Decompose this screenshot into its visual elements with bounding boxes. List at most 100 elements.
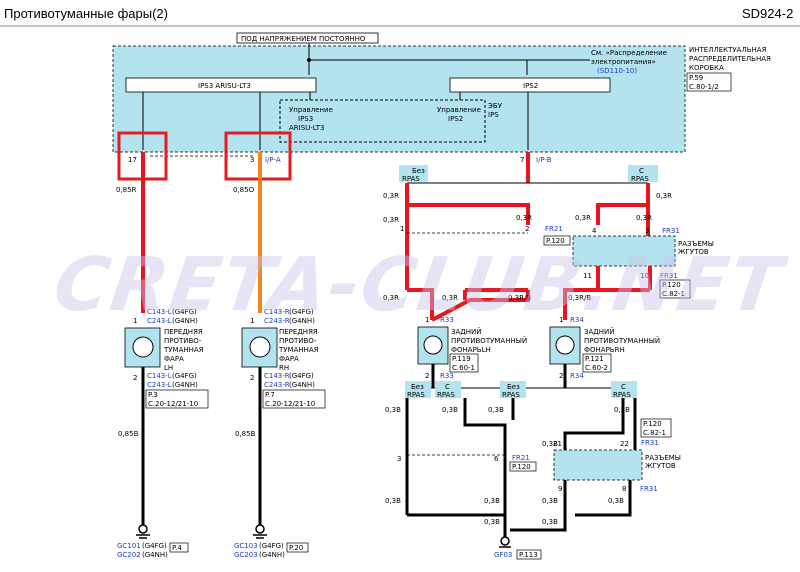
- wire-label-03b-a: 0,3B: [385, 406, 401, 414]
- fr21-lower-page-frame: [509, 461, 537, 472]
- front-rh-eng4: (G4NH): [289, 381, 315, 389]
- harness-top-line2: ЖГУТОВ: [678, 248, 709, 256]
- wire-label-03r-e: 0,3R: [636, 214, 652, 222]
- fr21-page: P.120: [546, 237, 565, 245]
- wire-label-03r-d: 0,3R: [575, 214, 591, 222]
- watermark: CRETA-CLUB.NET: [49, 241, 792, 328]
- box-page: P.59: [689, 74, 703, 82]
- fr31-label-lower-bottom[interactable]: FR31: [640, 485, 658, 493]
- conn-ipa[interactable]: I/P-A: [265, 156, 281, 164]
- fr21-pin-1: 1: [400, 225, 404, 233]
- ground-gf03[interactable]: GF03: [494, 551, 512, 559]
- wire-ground-join-mid: [510, 480, 567, 532]
- ground-icon-rh: [255, 524, 265, 534]
- rear-rh-line3: ФОНАРЬRH: [584, 346, 625, 354]
- wire-label-03b-b: 0,3B: [442, 406, 458, 414]
- front-rh-conn2b[interactable]: C243-R: [264, 381, 290, 389]
- front-lh-eng4: (G4NH): [172, 381, 198, 389]
- front-rh-conn2[interactable]: C143-R: [264, 372, 290, 380]
- front-lh-line2: ПРОТИВО-: [164, 337, 202, 345]
- ground-eng1-lh: (G4FG): [142, 542, 167, 550]
- front-lh-bulb-icon: [132, 336, 154, 358]
- ground-page-lh: P.4: [172, 544, 182, 552]
- ips3-label: IPS3 ARISU-LT3: [198, 82, 251, 90]
- fr31-page: P.120: [662, 281, 681, 289]
- ground-eng2-rh: (G4NH): [259, 551, 285, 559]
- ground-gc202[interactable]: GC202: [117, 551, 141, 559]
- fr31-lower-pin-21: 21: [553, 440, 562, 448]
- rear-rh-pin1: 1: [559, 316, 563, 324]
- harness-bottom-line1: РАЗЪЕМЫ: [645, 454, 681, 462]
- ctrl-left-line3: ARISU-LT3: [289, 124, 324, 132]
- front-rh-eng3: (G4FG): [289, 372, 314, 380]
- fr31-label-mid[interactable]: FR31: [660, 272, 678, 280]
- wire-label-03r-b: 0,3R: [516, 214, 532, 222]
- front-rh-line4: ФАРА: [279, 355, 299, 363]
- wire-label-085b-b: 0,85B: [235, 430, 256, 438]
- front-rh-conn1b[interactable]: C243-R: [264, 317, 290, 325]
- front-lh-eng3: (G4FG): [172, 372, 197, 380]
- front-rh-page: P.7: [265, 391, 275, 399]
- fr31-pin-3: 3: [645, 227, 649, 235]
- rear-lh-page: P.119: [452, 355, 471, 363]
- ref-note-line2: электропитания»: [591, 58, 656, 66]
- front-rh-line5: RH: [279, 364, 289, 372]
- rear-rh-conn1[interactable]: R34: [570, 316, 584, 324]
- wire-ground-d: [563, 398, 625, 450]
- rear-lh-conn2[interactable]: R33: [440, 372, 454, 380]
- badge-gcl-line2: RPAS: [437, 391, 455, 399]
- badge-rpas-with-r: [611, 381, 637, 398]
- wire-to-rear-rh: [563, 288, 598, 320]
- front-lh-page: P.3: [148, 391, 158, 399]
- front-rh-ref-frame: [262, 389, 326, 409]
- badge-rpas-without-top: [399, 165, 428, 182]
- conn-ipb[interactable]: I/P-B: [536, 156, 552, 164]
- rear-lh-line3: ФОНАРЬLH: [451, 346, 491, 354]
- front-rh-eng1: (G4FG): [289, 308, 314, 316]
- ref-note-link[interactable]: (SD110-10): [597, 67, 637, 75]
- rear-lh-conn1[interactable]: R33: [440, 316, 454, 324]
- fr31-lower-pin-8: 8: [622, 485, 626, 493]
- harness-connector-bottom: [553, 449, 643, 481]
- fr21-pin-2: 2: [525, 225, 529, 233]
- fr21-label-bottom[interactable]: FR21: [512, 454, 530, 462]
- front-lh-conn1[interactable]: C143-L: [147, 308, 172, 316]
- ground-gf03-page: P.113: [519, 551, 538, 559]
- front-lh-conn1b[interactable]: C243-L: [147, 317, 172, 325]
- front-rh-conn1[interactable]: C143-R: [264, 308, 290, 316]
- fr21-lower-page: P.120: [512, 463, 531, 471]
- wire-branch-rpas: [596, 203, 648, 225]
- fr31-label-top[interactable]: FR31: [662, 227, 680, 235]
- front-lh-pin2: 2: [133, 374, 137, 382]
- ground-icon-gf03: [500, 536, 510, 546]
- wire-branch-no-rpas: [407, 203, 530, 225]
- rear-rh-conn2[interactable]: R34: [570, 372, 584, 380]
- fr21-label-top[interactable]: FR21: [545, 225, 563, 233]
- wire-label-03r-f: 0,3R: [656, 192, 672, 200]
- ground-eng2-lh: (G4NH): [142, 551, 168, 559]
- rear-rh-ref: C.60-2: [585, 364, 608, 372]
- page-code: SD924-2: [742, 6, 793, 21]
- fr31-pin-4: 4: [592, 227, 597, 235]
- fr31-lower-page-frame: [640, 418, 672, 438]
- box-ref-frame: [686, 72, 732, 92]
- badge-gl-line1: Без: [411, 383, 424, 391]
- ground-gc103[interactable]: GC103: [234, 542, 258, 550]
- badge-rpas-without-r: [500, 381, 526, 398]
- ctrl-right-line1: Управление: [437, 106, 481, 114]
- fr31-lower-pin-22: 22: [620, 440, 629, 448]
- wire-label-03b-g: 0,3B: [484, 497, 500, 505]
- ground-gc101[interactable]: GC101: [117, 542, 141, 550]
- front-rh-line1: ПЕРЕДНЯЯ: [279, 328, 318, 336]
- badge-gl-line2: RPAS: [407, 391, 425, 399]
- wire-label-085o: 0,85O: [233, 186, 255, 194]
- front-lh-conn2b[interactable]: C243-L: [147, 381, 172, 389]
- ground-icon-lh: [138, 524, 148, 534]
- junction-box: [112, 45, 686, 153]
- fr31-label-lower-top[interactable]: FR31: [641, 439, 659, 447]
- ground-gc203[interactable]: GC203: [234, 551, 258, 559]
- page-title: Противотуманные фары(2): [4, 6, 168, 21]
- ecu-box: [279, 99, 486, 143]
- front-lh-conn2[interactable]: C143-L: [147, 372, 172, 380]
